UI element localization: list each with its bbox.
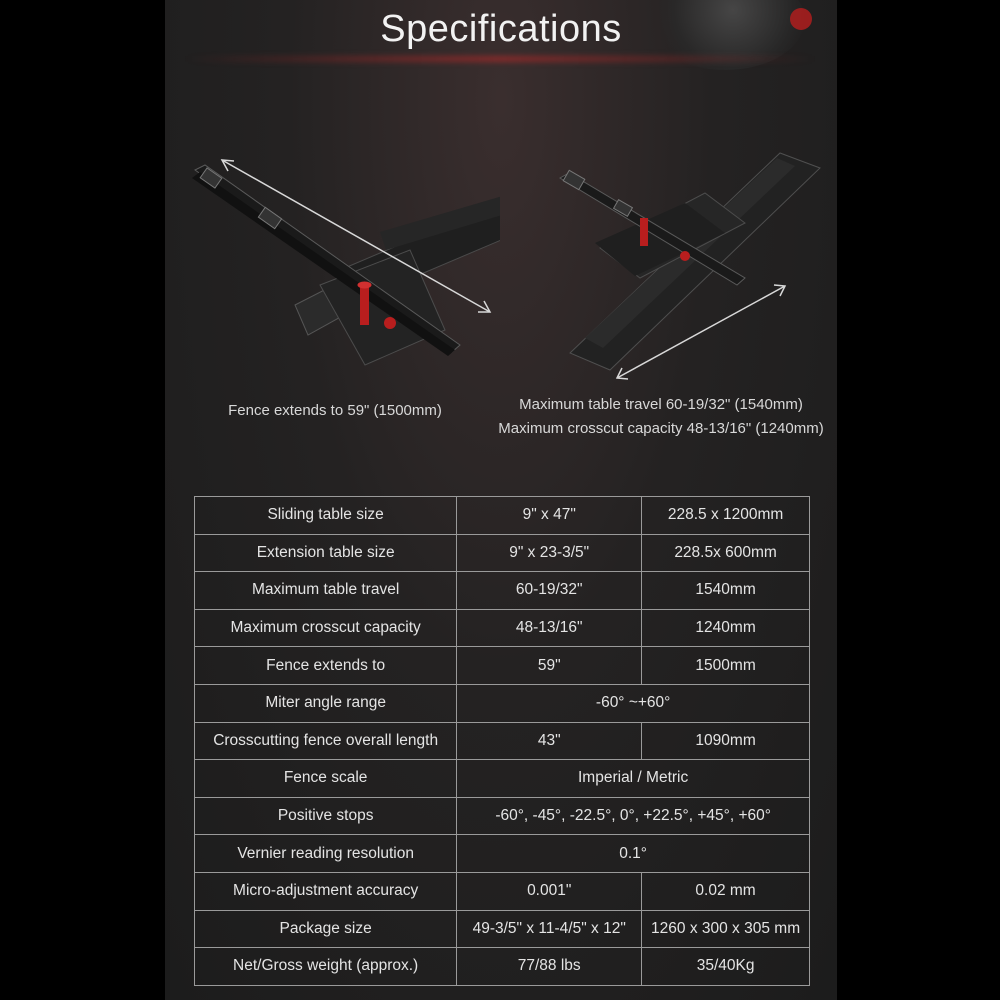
red-knob-decoration bbox=[790, 8, 812, 30]
spec-label: Vernier reading resolution bbox=[193, 834, 458, 873]
table-travel-illustration bbox=[559, 152, 821, 380]
spec-metric: 1500mm bbox=[641, 646, 810, 685]
table-row: Net/Gross weight (approx.) 77/88 lbs 35/… bbox=[193, 947, 810, 986]
table-row: Crosscutting fence overall length 43" 10… bbox=[193, 721, 810, 761]
table-row: Maximum crosscut capacity 48-13/16" 1240… bbox=[193, 608, 810, 648]
spec-label: Maximum crosscut capacity bbox=[193, 608, 458, 648]
table-row: Miter angle range -60° ~+60° bbox=[193, 683, 810, 723]
title-underline-glow bbox=[185, 56, 815, 62]
spec-metric: 0.02 mm bbox=[641, 871, 810, 911]
spec-imperial: 9" x 23-3/5" bbox=[456, 533, 643, 573]
table-row: Sliding table size 9" x 47" 228.5 x 1200… bbox=[193, 496, 810, 535]
spec-imperial: 9" x 47" bbox=[456, 496, 643, 535]
spec-value: Imperial / Metric bbox=[456, 759, 810, 798]
spec-label: Miter angle range bbox=[193, 683, 458, 723]
spec-metric: 1260 x 300 x 305 mm bbox=[641, 909, 810, 949]
spec-imperial: 0.001" bbox=[456, 871, 643, 911]
spec-imperial: 49-3/5" x 11-4/5" x 12" bbox=[456, 909, 643, 949]
fence-extension-caption: Fence extends to 59" (1500mm) bbox=[228, 402, 442, 419]
spec-metric: 1240mm bbox=[641, 608, 810, 648]
spec-label: Positive stops bbox=[193, 796, 458, 836]
spec-label: Fence scale bbox=[193, 759, 458, 798]
table-row: Extension table size 9" x 23-3/5" 228.5x… bbox=[193, 533, 810, 573]
spec-label: Micro-adjustment accuracy bbox=[193, 871, 458, 911]
spec-panel: Specifications bbox=[165, 0, 837, 1000]
spec-value: -60° ~+60° bbox=[456, 683, 810, 723]
spec-metric: 1090mm bbox=[641, 721, 810, 761]
table-row: Micro-adjustment accuracy 0.001" 0.02 mm bbox=[193, 871, 810, 911]
spec-label: Crosscutting fence overall length bbox=[193, 721, 458, 761]
spec-metric: 1540mm bbox=[641, 571, 810, 610]
table-row: Fence scale Imperial / Metric bbox=[193, 759, 810, 798]
page-title: Specifications bbox=[380, 8, 622, 50]
spec-metric: 228.5x 600mm bbox=[641, 533, 810, 573]
spec-value: 0.1° bbox=[456, 834, 810, 873]
spec-label: Fence extends to bbox=[193, 646, 458, 685]
crosscut-capacity-caption: Maximum crosscut capacity 48-13/16" (124… bbox=[498, 420, 824, 437]
fence-extension-illustration bbox=[192, 159, 500, 366]
spec-metric: 35/40Kg bbox=[641, 947, 810, 986]
spec-label: Maximum table travel bbox=[193, 571, 458, 610]
spec-imperial: 60-19/32" bbox=[456, 571, 643, 610]
spec-label: Net/Gross weight (approx.) bbox=[193, 947, 458, 986]
specifications-table: Sliding table size 9" x 47" 228.5 x 1200… bbox=[193, 496, 810, 986]
spec-label: Package size bbox=[193, 909, 458, 949]
spec-imperial: 59" bbox=[456, 646, 643, 685]
spec-label: Extension table size bbox=[193, 533, 458, 573]
spec-value: -60°, -45°, -22.5°, 0°, +22.5°, +45°, +6… bbox=[456, 796, 810, 836]
spec-imperial: 43" bbox=[456, 721, 643, 761]
table-row: Vernier reading resolution 0.1° bbox=[193, 834, 810, 873]
table-row: Positive stops -60°, -45°, -22.5°, 0°, +… bbox=[193, 796, 810, 836]
spec-metric: 228.5 x 1200mm bbox=[641, 496, 810, 535]
table-row: Maximum table travel 60-19/32" 1540mm bbox=[193, 571, 810, 610]
table-row: Package size 49-3/5" x 11-4/5" x 12" 126… bbox=[193, 909, 810, 949]
spec-imperial: 77/88 lbs bbox=[456, 947, 643, 986]
spec-label: Sliding table size bbox=[193, 496, 458, 535]
table-row: Fence extends to 59" 1500mm bbox=[193, 646, 810, 685]
spec-imperial: 48-13/16" bbox=[456, 608, 643, 648]
table-travel-caption: Maximum table travel 60-19/32" (1540mm) bbox=[519, 396, 803, 413]
